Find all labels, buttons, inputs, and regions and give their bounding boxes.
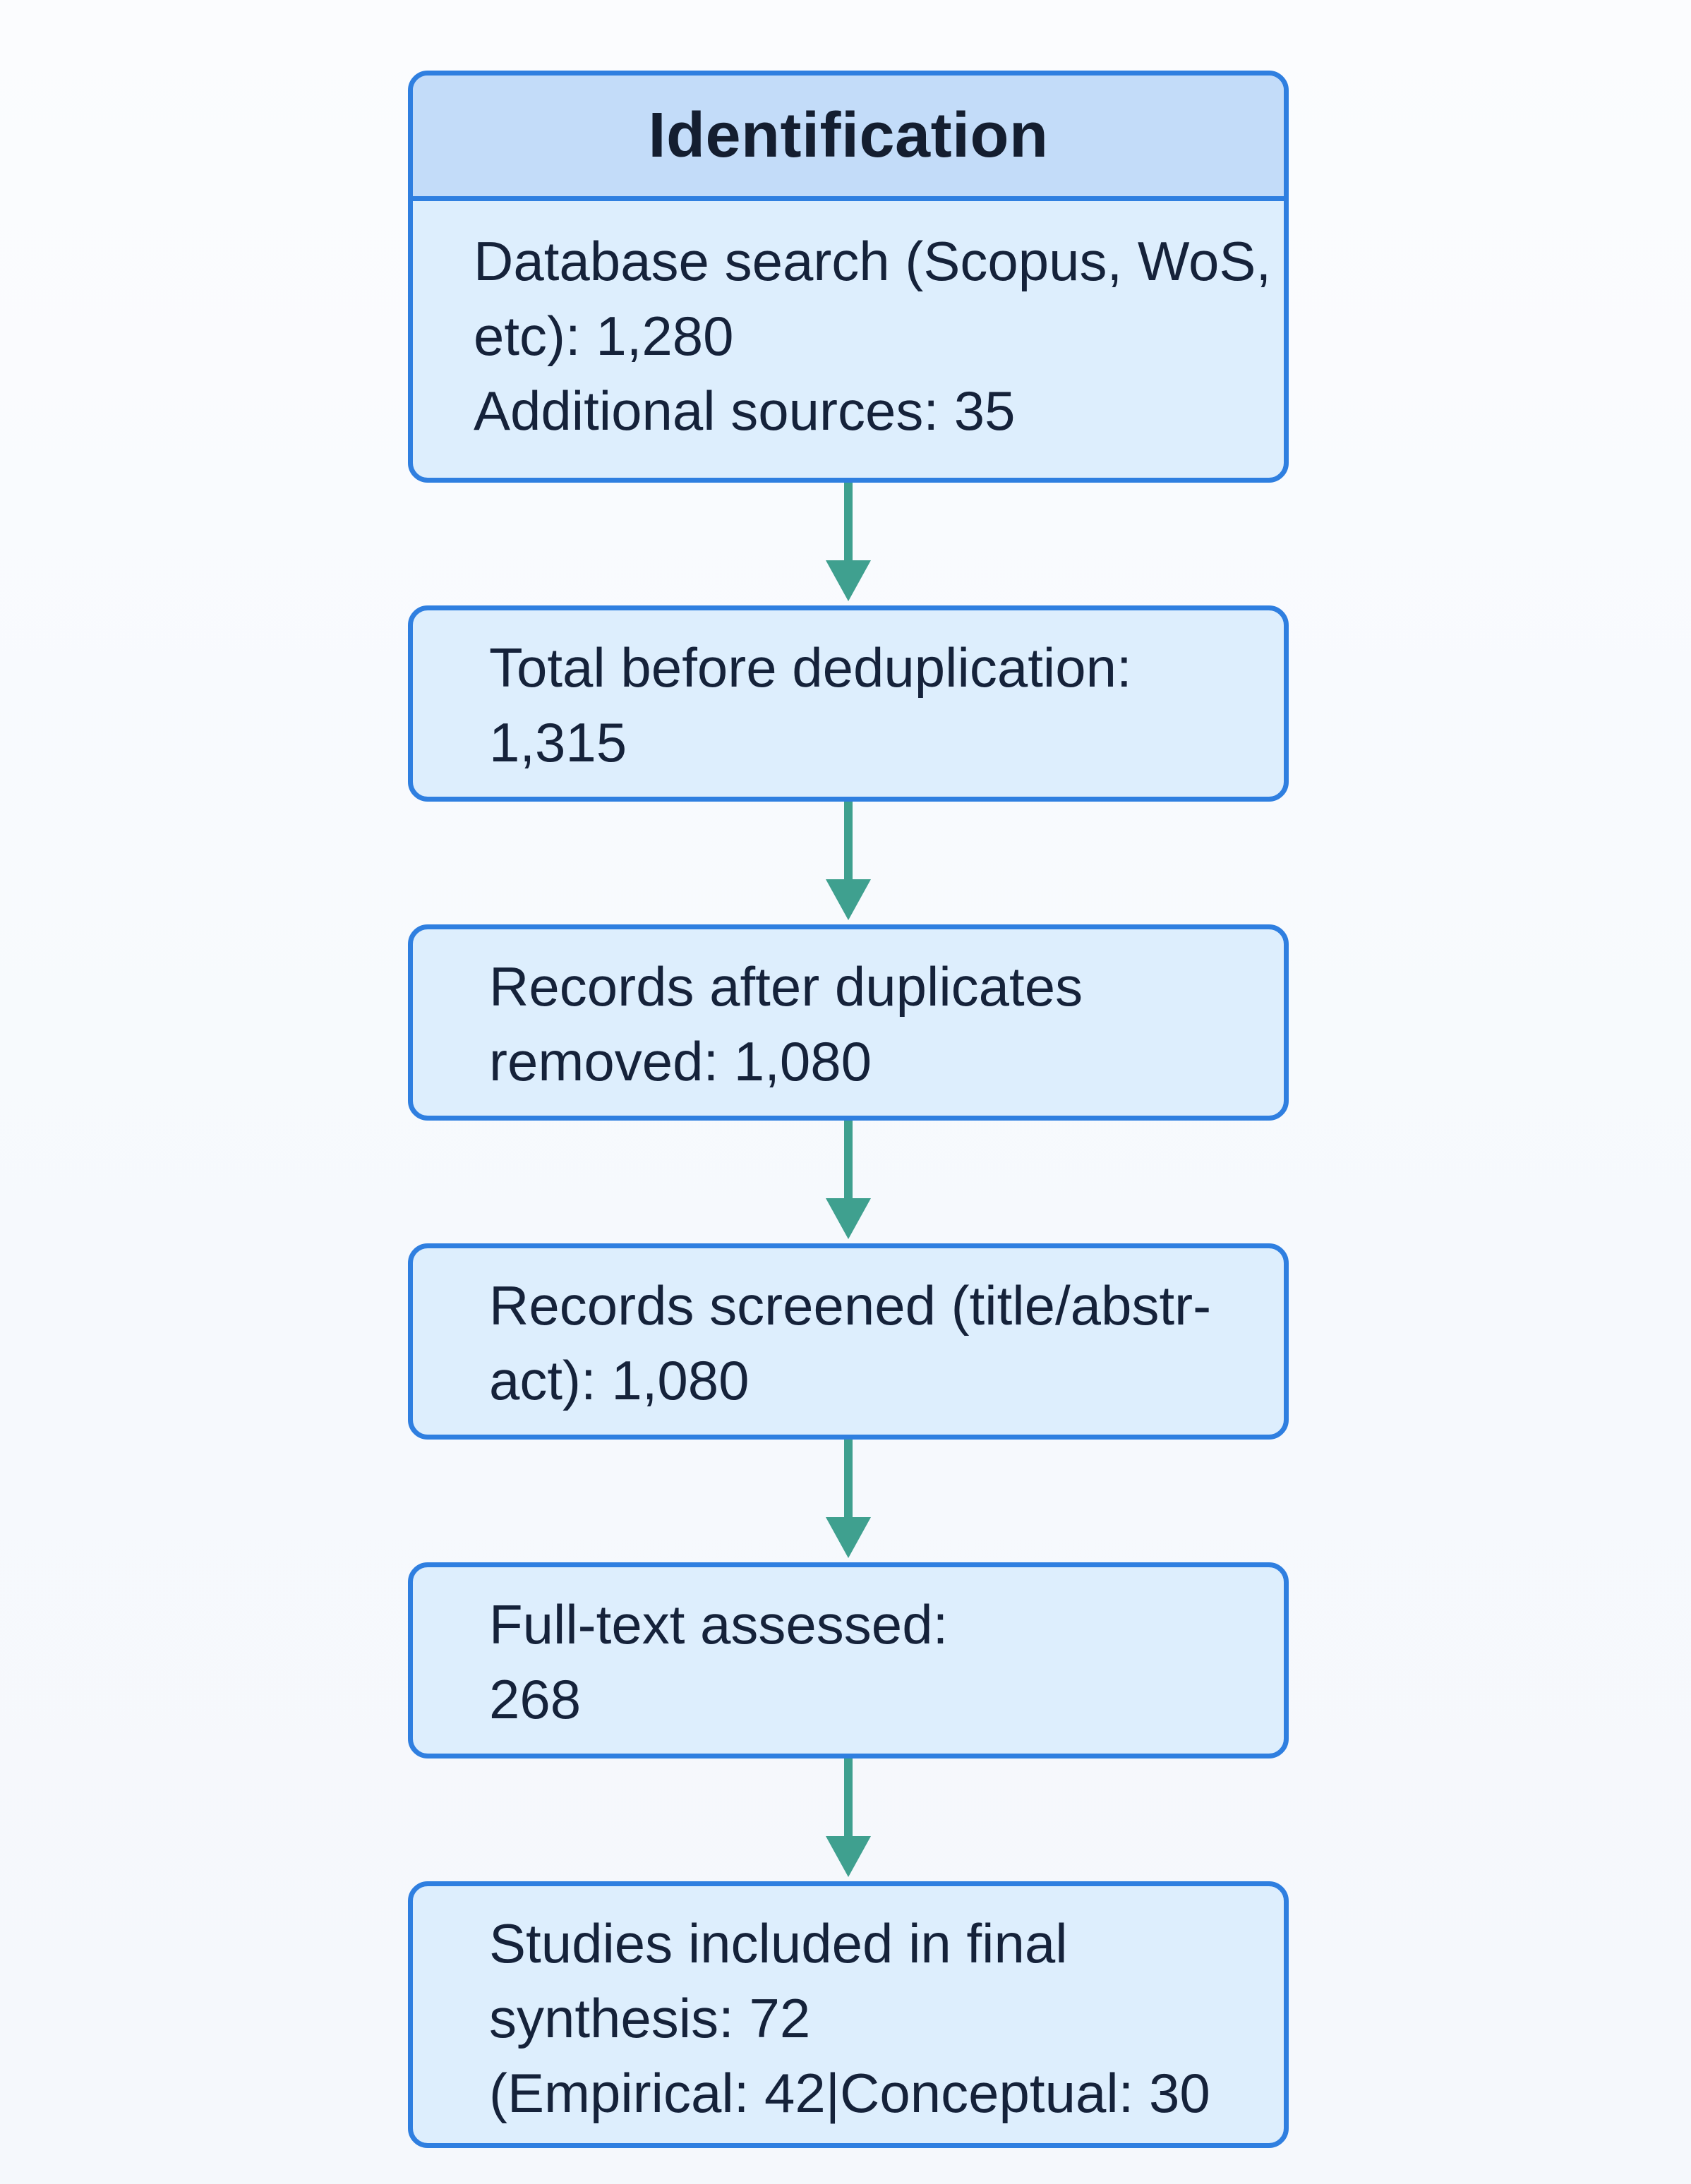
database-search-line: Database search (Scopus, WoS, (474, 230, 1272, 292)
identification-body: Database search (Scopus, WoS, etc): 1,28… (413, 201, 1284, 448)
records-after-duplicates-label: Records after duplicates (489, 955, 1083, 1018)
full-text-assessed-label: Full-text assessed: (489, 1593, 949, 1655)
total-before-dedup-label: Total before deduplication: (489, 637, 1132, 699)
identification-header: Identification (413, 76, 1284, 201)
records-after-duplicates-box: Records after duplicates removed: 1,080 (408, 924, 1289, 1121)
identification-box: Identification Database search (Scopus, … (408, 71, 1289, 483)
full-text-assessed-box: Full-text assessed: 268 (408, 1562, 1289, 1758)
records-screened-box: Records screened (title/abstr- act): 1,0… (408, 1243, 1289, 1440)
studies-included-breakdown: (Empirical: 42|Conceptual: 30 (489, 2062, 1210, 2124)
full-text-assessed-body: Full-text assessed: 268 (413, 1567, 1284, 1737)
studies-included-value: synthesis: 72 (489, 1987, 811, 2049)
database-search-count-line: etc): 1,280 (474, 305, 734, 367)
additional-sources-line: Additional sources: 35 (474, 380, 1016, 442)
studies-included-body: Studies included in final synthesis: 72 … (413, 1886, 1284, 2130)
records-screened-body: Records screened (title/abstr- act): 1,0… (413, 1248, 1284, 1418)
total-before-dedup-box: Total before deduplication: 1,315 (408, 605, 1289, 802)
studies-included-box: Studies included in final synthesis: 72 … (408, 1881, 1289, 2148)
studies-included-label: Studies included in final (489, 1912, 1068, 1974)
records-after-duplicates-value: removed: 1,080 (489, 1030, 872, 1092)
total-before-dedup-body: Total before deduplication: 1,315 (413, 610, 1284, 780)
records-after-duplicates-body: Records after duplicates removed: 1,080 (413, 929, 1284, 1099)
total-before-dedup-value: 1,315 (489, 711, 627, 773)
full-text-assessed-value: 268 (489, 1668, 582, 1730)
records-screened-value: act): 1,080 (489, 1349, 750, 1411)
records-screened-label: Records screened (title/abstr- (489, 1274, 1212, 1337)
